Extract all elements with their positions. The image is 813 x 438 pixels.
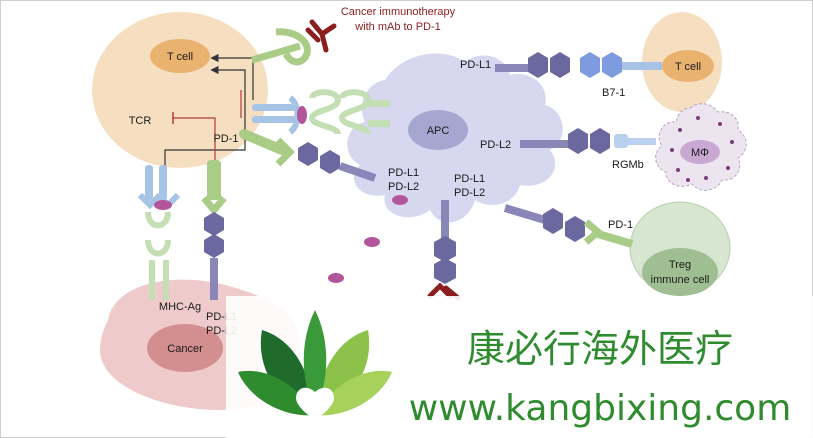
therapy-label-line2: with mAb to PD-1 [354, 21, 441, 33]
treg-label-line1: Treg [669, 259, 691, 271]
inhibition-line-pd1 [173, 117, 216, 160]
pd1-blocked-receptor [251, 28, 311, 66]
t-cell-right-nucleus [662, 50, 714, 82]
t-cell-right-label: T cell [675, 61, 701, 73]
apc-label: APC [427, 125, 450, 137]
tcr-label: TCR [129, 115, 152, 127]
pd1-receptor-left [201, 160, 227, 216]
pdl-pd1-treg-interaction [503, 204, 634, 248]
pdl2-rgmb-interaction [520, 128, 656, 154]
apc-pdl1-top-label: PD-L1 [460, 59, 491, 71]
brand-url: www.kangbixing.com [409, 388, 792, 429]
macrophage-granules [670, 116, 734, 182]
t-cell-top [92, 12, 268, 168]
cancer-label: Cancer [167, 343, 203, 355]
pd1-left-label: PD-1 [213, 133, 238, 145]
mhc-ag-label: MHC-Ag [159, 301, 201, 313]
cancer-nucleus [147, 324, 223, 372]
therapy-label-line1: Cancer immunotherapy [341, 6, 456, 18]
t-cell-top-label: T cell [167, 51, 193, 63]
antigen-apc [392, 195, 408, 205]
treg-nucleus [642, 248, 718, 296]
tcr-receptor [137, 165, 181, 210]
apc-pdl2-right-label: PD-L2 [480, 139, 511, 151]
pdl-ligand-cancer [204, 212, 224, 300]
pdl1-b71-interaction [495, 52, 662, 78]
brand-logo [238, 310, 392, 420]
t-cell-top-nucleus [150, 39, 210, 73]
pdl-bottom-mab [427, 200, 461, 301]
apc-pdl2-left-label: PD-L2 [388, 181, 419, 193]
brand-name: 康必行海外医疗 [467, 327, 733, 371]
b71-label: B7-1 [602, 87, 625, 99]
pd1-pdl-interaction-apc [239, 129, 377, 182]
antigen-free-2 [328, 273, 344, 283]
mhc-molecule [145, 211, 171, 300]
antibody-top [305, 19, 337, 53]
apc-pdl1-left-label: PD-L1 [388, 167, 419, 179]
tcr-apc-complex [252, 89, 390, 136]
apc-pdl2-bottom-label: PD-L2 [454, 187, 485, 199]
macrophage-label: MΦ [691, 147, 709, 159]
rgmb-label: RGMb [612, 159, 644, 171]
apc-pdl1-bottom-label: PD-L1 [454, 173, 485, 185]
apc-nucleus [408, 110, 468, 150]
antigen-left [154, 200, 172, 210]
treg-label-line2: immune cell [651, 274, 710, 286]
antigen-free-1 [364, 237, 380, 247]
pd1-right-label: PD-1 [608, 219, 633, 231]
macrophage-nucleus [680, 140, 720, 164]
